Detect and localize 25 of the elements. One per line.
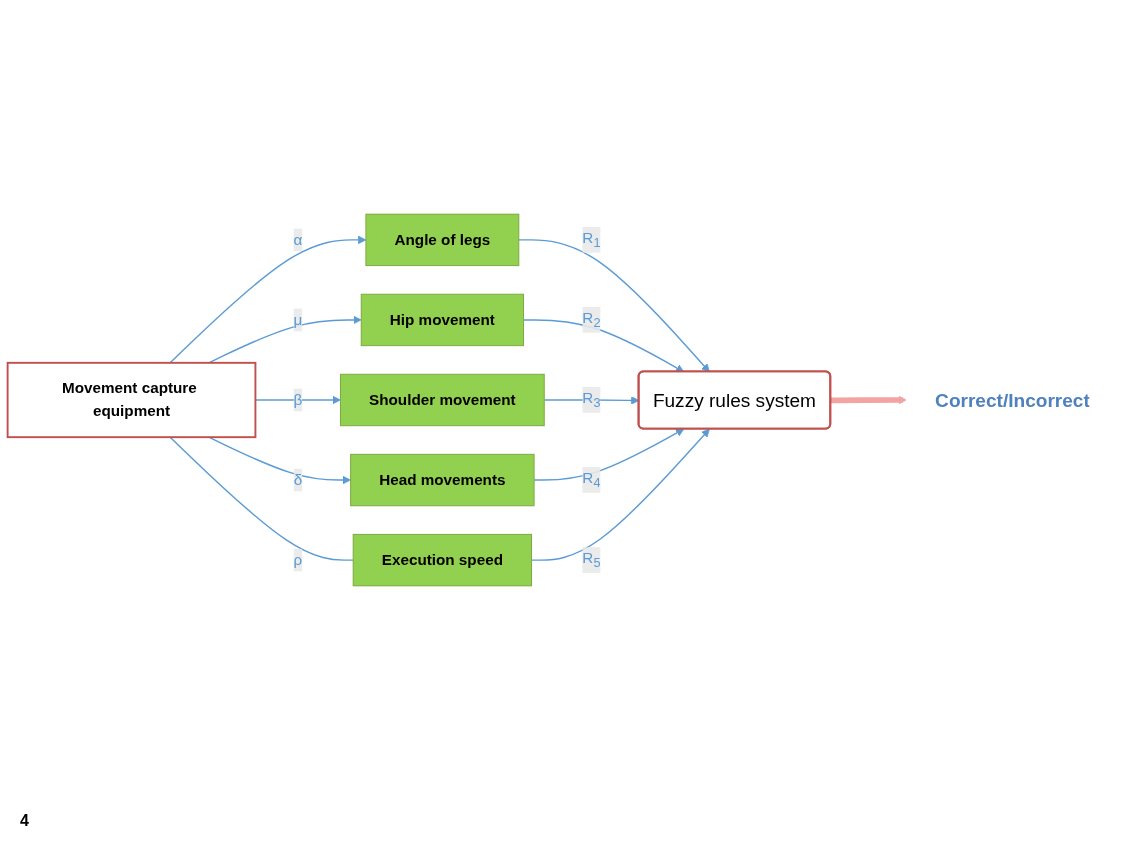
arrow: [830, 395, 907, 405]
edge-label: R$_{2}$: [582, 309, 601, 331]
edge-label: R$_{3}$: [582, 389, 601, 411]
edge-label: R$_{5}$: [582, 550, 601, 571]
arrow: [208, 436, 351, 485]
node-box: Hip movement: [360, 293, 524, 347]
edge-label: ρ: [293, 551, 303, 568]
node-box: Shoulder movement: [340, 373, 545, 427]
edge-label: R$_{1}$: [582, 229, 601, 250]
node-box: Head movements: [350, 453, 535, 507]
node-box: Movement capture equipment: [6, 361, 257, 439]
arrow: [208, 315, 362, 364]
arrow: [522, 319, 685, 373]
arrow: [518, 239, 710, 373]
node-box: Execution speed: [352, 533, 532, 587]
node-text: Correct/Incorrect: [935, 389, 1090, 411]
trunk-label: 4: [20, 812, 29, 829]
edge-label: α: [293, 231, 303, 248]
connector: [169, 436, 354, 561]
node-box: Angle of legs: [365, 213, 520, 267]
arrow: [169, 235, 367, 364]
edge-label: β: [293, 391, 303, 408]
edge-label: R$_{4}$: [582, 469, 601, 491]
edge-label: μ: [293, 311, 303, 328]
edge-label: δ: [293, 471, 303, 488]
